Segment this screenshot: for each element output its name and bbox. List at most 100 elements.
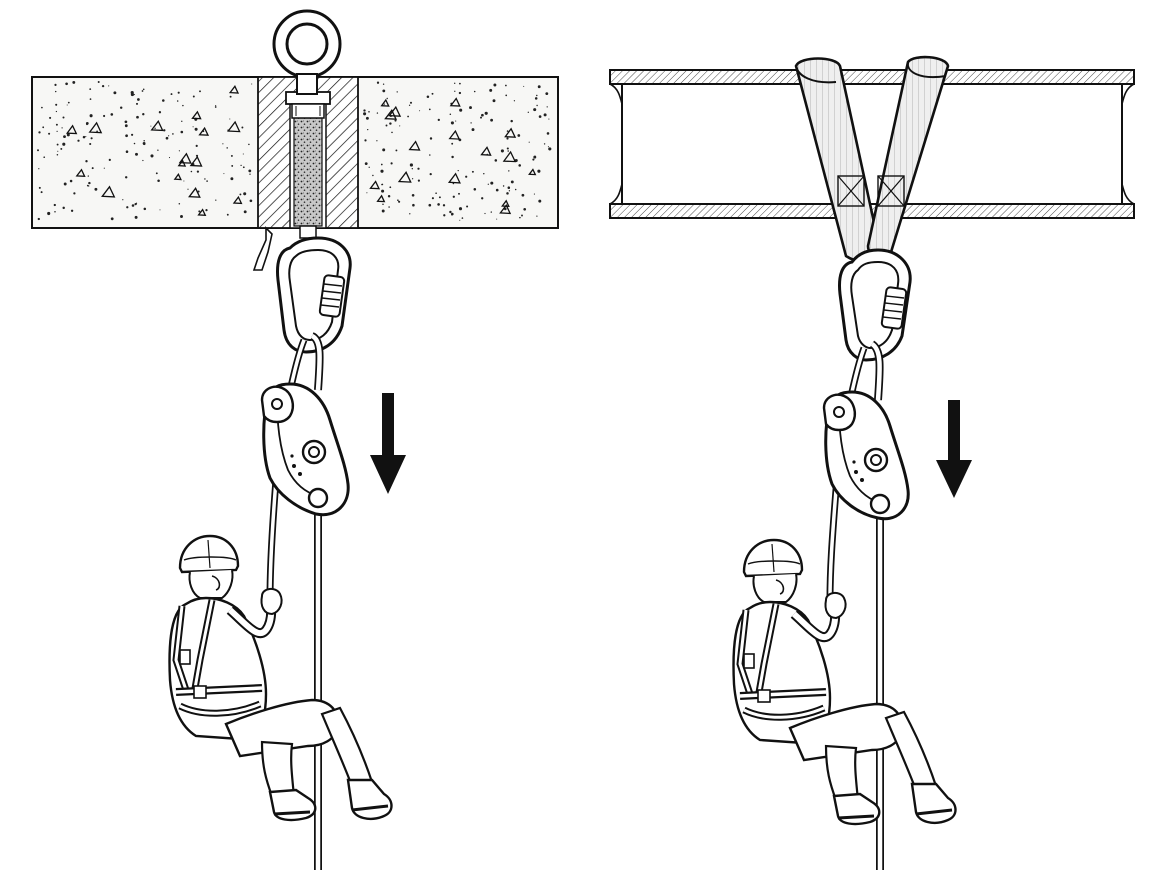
concrete-speck bbox=[442, 204, 446, 207]
concrete-speck bbox=[38, 131, 41, 134]
concrete-speck bbox=[543, 143, 546, 145]
concrete-speck bbox=[180, 215, 183, 218]
concrete-speck bbox=[546, 106, 548, 108]
concrete-speck bbox=[183, 180, 185, 182]
concrete-speck bbox=[162, 99, 165, 102]
concrete-speck bbox=[86, 184, 89, 187]
concrete-stone bbox=[397, 171, 412, 183]
concrete-speck bbox=[243, 210, 247, 214]
concrete-speck bbox=[91, 167, 94, 170]
concrete-speck bbox=[150, 154, 154, 158]
concrete-speck bbox=[382, 203, 384, 206]
concrete-speck bbox=[383, 103, 385, 105]
webbing-sling-icon bbox=[794, 55, 950, 264]
concrete-stone bbox=[191, 110, 202, 120]
concrete-speck bbox=[505, 84, 507, 87]
concrete-speck bbox=[108, 158, 111, 162]
concrete-speck bbox=[40, 191, 43, 194]
concrete-speck bbox=[60, 147, 63, 150]
concrete-speck bbox=[157, 179, 160, 183]
concrete-speck bbox=[172, 133, 174, 135]
concrete-speck bbox=[506, 137, 509, 140]
concrete-speck bbox=[178, 202, 181, 205]
eyebolt-icon bbox=[272, 9, 342, 95]
descender-icon bbox=[260, 382, 350, 517]
concrete-speck bbox=[131, 204, 135, 207]
concrete-speck bbox=[483, 172, 485, 175]
concrete-speck bbox=[461, 217, 464, 219]
concrete-speck bbox=[198, 210, 201, 213]
concrete-speck bbox=[484, 212, 486, 215]
concrete-stone bbox=[177, 159, 187, 167]
concrete-speck bbox=[496, 218, 498, 220]
concrete-speck bbox=[429, 137, 433, 140]
concrete-speck bbox=[248, 143, 250, 146]
concrete-speck bbox=[543, 113, 547, 117]
concrete-speck bbox=[124, 176, 128, 179]
concrete-stone bbox=[189, 155, 203, 167]
concrete-speck bbox=[431, 197, 434, 200]
concrete-speck bbox=[53, 203, 56, 207]
concrete-speck bbox=[431, 92, 434, 95]
concrete-speck bbox=[54, 83, 57, 86]
concrete-speck bbox=[500, 149, 504, 153]
concrete-speck bbox=[513, 100, 516, 102]
concrete-speck bbox=[88, 181, 91, 185]
concrete-speck bbox=[56, 130, 58, 132]
concrete-stone bbox=[408, 140, 421, 151]
concrete-speck bbox=[55, 110, 58, 113]
concrete-speck bbox=[494, 159, 498, 162]
worker-icon bbox=[732, 538, 957, 826]
concrete-speck bbox=[180, 130, 184, 134]
concrete-speck bbox=[480, 116, 482, 119]
concrete-speck bbox=[56, 153, 59, 156]
concrete-stone bbox=[178, 152, 192, 164]
concrete-speck bbox=[450, 121, 454, 125]
concrete-speck bbox=[505, 94, 508, 97]
concrete-speck bbox=[473, 90, 476, 93]
concrete-speck bbox=[506, 192, 509, 195]
concrete-speck bbox=[459, 82, 461, 85]
concrete-speck bbox=[97, 81, 100, 83]
concrete-stone bbox=[376, 194, 386, 203]
concrete-speck bbox=[514, 188, 517, 191]
concrete-speck bbox=[368, 166, 370, 168]
concrete-speck bbox=[122, 199, 124, 201]
concrete-speck bbox=[523, 207, 527, 211]
concrete-speck bbox=[231, 164, 234, 167]
concrete-speck bbox=[168, 157, 171, 159]
panel-right bbox=[609, 55, 1135, 870]
concrete-speck bbox=[395, 149, 398, 152]
concrete-speck bbox=[55, 90, 57, 93]
concrete-speck bbox=[89, 114, 93, 118]
concrete-speck bbox=[177, 91, 180, 94]
concrete-speck bbox=[49, 116, 52, 119]
concrete-speck bbox=[429, 172, 432, 176]
concrete-speck bbox=[408, 104, 411, 106]
concrete-stone bbox=[499, 203, 512, 215]
concrete-speck bbox=[380, 169, 384, 173]
concrete-speck bbox=[437, 203, 440, 206]
concrete-speck bbox=[506, 130, 509, 132]
concrete-speck bbox=[204, 178, 206, 180]
concrete-speck bbox=[533, 155, 537, 159]
concrete-speck bbox=[158, 111, 162, 114]
concrete-stone bbox=[228, 85, 240, 94]
concrete-speck bbox=[47, 211, 51, 216]
concrete-speck bbox=[397, 199, 399, 202]
down-arrow-icon bbox=[936, 400, 972, 498]
concrete-stone bbox=[448, 129, 461, 140]
concrete-stone bbox=[504, 127, 517, 138]
carabiner-icon bbox=[838, 248, 912, 362]
concrete-speck bbox=[125, 134, 128, 138]
concrete-speck bbox=[86, 123, 88, 126]
concrete-stone bbox=[227, 120, 241, 133]
concrete-speck bbox=[222, 143, 224, 145]
concrete-speck bbox=[451, 155, 454, 159]
concrete-speck bbox=[70, 209, 74, 212]
concrete-speck bbox=[548, 118, 550, 120]
concrete-speck bbox=[249, 173, 251, 175]
concrete-speck bbox=[545, 92, 549, 96]
concrete-speck bbox=[471, 128, 475, 132]
concrete-speck bbox=[484, 111, 488, 115]
